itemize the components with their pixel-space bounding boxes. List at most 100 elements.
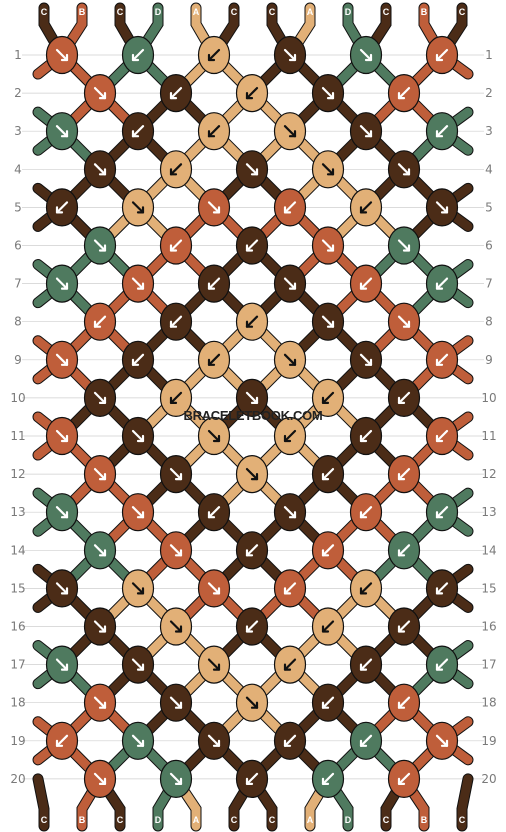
knot xyxy=(311,226,345,265)
knot-arrowhead-icon xyxy=(397,473,406,481)
knot-arrow-icon xyxy=(435,734,449,747)
knot-arrow-icon xyxy=(93,239,107,252)
knot-arrow-icon xyxy=(55,506,69,519)
knot-arrowhead-icon xyxy=(283,434,292,443)
knot-arrowhead-icon xyxy=(174,625,183,633)
knot-arrow-icon xyxy=(283,201,297,214)
knot-arrow-icon xyxy=(435,582,449,595)
knot xyxy=(273,569,307,608)
knot-arrowhead-icon xyxy=(435,587,444,595)
knot-arrowhead-icon xyxy=(174,777,183,786)
top-strand-label: C xyxy=(231,7,238,17)
knot-arrowhead-icon xyxy=(212,739,221,747)
row-number-left: 18 xyxy=(10,696,25,710)
knot xyxy=(83,73,117,113)
knot xyxy=(197,645,231,684)
row-number-right: 20 xyxy=(481,772,496,786)
knot xyxy=(197,188,231,227)
knot-arrowhead-icon xyxy=(359,511,368,519)
top-strand-label: C xyxy=(41,7,48,17)
knot xyxy=(311,759,345,799)
knot xyxy=(425,35,459,75)
knot-arrow-icon xyxy=(321,315,335,328)
knot-arrow-icon xyxy=(245,315,259,328)
knot-arrow-icon xyxy=(131,429,145,443)
knot-arrow-icon xyxy=(207,658,221,671)
knot xyxy=(83,302,117,341)
knot-arrowhead-icon xyxy=(397,396,406,404)
knot xyxy=(311,607,345,646)
knot-arrowhead-icon xyxy=(250,473,259,481)
knot-arrow-icon xyxy=(283,48,297,62)
knot xyxy=(425,340,459,379)
knot-arrowhead-icon xyxy=(136,739,145,747)
knot-arrow-icon xyxy=(435,201,449,214)
row-number-left: 11 xyxy=(10,429,25,443)
knot-arrowhead-icon xyxy=(207,53,216,62)
knot xyxy=(273,416,307,456)
knot xyxy=(349,35,383,75)
knot-arrow-icon xyxy=(55,353,69,366)
bottom-strand-label: C xyxy=(459,815,466,825)
row-number-left: 13 xyxy=(10,505,25,519)
knot xyxy=(349,721,383,760)
knot xyxy=(425,493,459,532)
top-strand-label: C xyxy=(383,7,390,17)
knot-arrow-icon xyxy=(321,620,335,633)
bottom-strand-label: C xyxy=(41,815,48,825)
knot-arrowhead-icon xyxy=(136,587,145,595)
knot-arrow-icon xyxy=(93,620,107,633)
row-number-left: 16 xyxy=(10,620,25,634)
knot-arrow-icon xyxy=(169,391,183,404)
knot-arrowhead-icon xyxy=(288,282,297,290)
knot-arrowhead-icon xyxy=(131,130,140,138)
knot-arrowhead-icon xyxy=(359,587,368,595)
knot-arrowhead-icon xyxy=(397,91,406,100)
knot-arrow-icon xyxy=(169,86,183,100)
row-number-left: 17 xyxy=(10,658,25,672)
row-number-right: 14 xyxy=(481,543,496,557)
row-number-right: 8 xyxy=(485,315,493,329)
row-number-left: 6 xyxy=(14,239,22,253)
knot-arrowhead-icon xyxy=(321,625,330,633)
knot xyxy=(387,607,421,646)
knot-arrow-icon xyxy=(93,696,107,709)
knot-arrowhead-icon xyxy=(98,473,107,481)
row-number-right: 10 xyxy=(481,391,496,405)
knot-arrow-icon xyxy=(55,125,69,138)
bottom-strand-label: A xyxy=(193,815,200,825)
knot-arrowhead-icon xyxy=(321,473,330,481)
knot-arrowhead-icon xyxy=(55,739,64,747)
top-strand-label: D xyxy=(345,7,352,17)
knot xyxy=(83,531,117,570)
knot xyxy=(273,645,307,684)
knot-arrow-icon xyxy=(93,772,107,786)
bottom-strand-label: C xyxy=(383,815,390,825)
knot-arrow-icon xyxy=(435,353,449,366)
knot xyxy=(349,569,383,608)
knot xyxy=(349,493,383,532)
knot-arrow-icon xyxy=(93,544,107,557)
knot-arrowhead-icon xyxy=(440,739,449,747)
knot xyxy=(349,645,383,684)
knot-arrow-icon xyxy=(283,734,297,747)
row-number-right: 9 xyxy=(485,353,493,367)
knot-arrowhead-icon xyxy=(397,777,406,786)
knot-arrowhead-icon xyxy=(245,549,254,557)
knot xyxy=(45,188,79,227)
knot xyxy=(387,150,421,189)
knot xyxy=(197,340,231,379)
knot-arrowhead-icon xyxy=(169,244,178,252)
knot-arrowhead-icon xyxy=(136,206,145,214)
knot-arrow-icon xyxy=(245,620,259,633)
knot-arrowhead-icon xyxy=(326,91,335,100)
knot xyxy=(311,455,345,494)
knot-arrowhead-icon xyxy=(98,396,107,404)
top-strand-label: B xyxy=(421,7,428,17)
knot-arrow-icon xyxy=(131,125,145,138)
knot-arrowhead-icon xyxy=(359,663,368,671)
row-number-right: 16 xyxy=(481,620,496,634)
knot xyxy=(159,683,193,722)
knot-arrow-icon xyxy=(397,468,411,481)
